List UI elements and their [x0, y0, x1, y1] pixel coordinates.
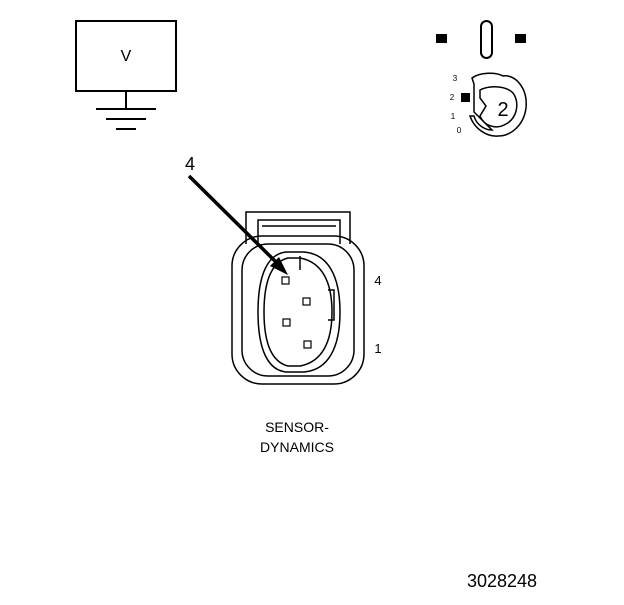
connector [231, 211, 365, 385]
connector-name-line1: SENSOR- [265, 419, 329, 435]
switch-position-3: 3 [453, 74, 458, 83]
connector-cavity [257, 251, 341, 373]
connector-pin-label-top: 4 [374, 273, 381, 288]
switch-dial-inner [479, 86, 518, 128]
switch-position-2: 2 [450, 93, 455, 102]
switch-dial-outline [468, 72, 527, 137]
connector-pin-4 [281, 276, 290, 285]
voltmeter: V [75, 20, 177, 130]
connector-cavity-inner [263, 257, 333, 367]
switch-position-0: 0 [457, 126, 462, 135]
connector-latch [245, 211, 351, 244]
callout-number: 4 [185, 154, 195, 174]
connector-inner-housing [241, 243, 355, 377]
connector-outer-housing [231, 235, 365, 385]
switch-selected-position: 2 [497, 99, 508, 121]
switch-contact-left [436, 34, 447, 43]
connector-pin-label-bottom: 1 [374, 341, 381, 356]
connector-key [299, 256, 335, 321]
connector-pin-2 [282, 318, 291, 327]
connector-pin-3 [302, 297, 311, 306]
callout-arrow-shaft [187, 174, 280, 266]
switch-pointer [461, 93, 470, 102]
connector-name-line2: DYNAMICS [260, 439, 334, 455]
rotary-switch: 3 2 1 0 2 [436, 20, 527, 137]
voltmeter-label: V [121, 48, 132, 65]
switch-slot [480, 20, 493, 59]
figure-id: 3028248 [467, 571, 537, 591]
connector-pin-1 [303, 340, 312, 349]
switch-position-1: 1 [451, 112, 456, 121]
ground-icon [96, 108, 156, 130]
callout-arrowhead [270, 257, 288, 275]
pin-callout: 4 [185, 154, 288, 275]
switch-contact-right [515, 34, 526, 43]
